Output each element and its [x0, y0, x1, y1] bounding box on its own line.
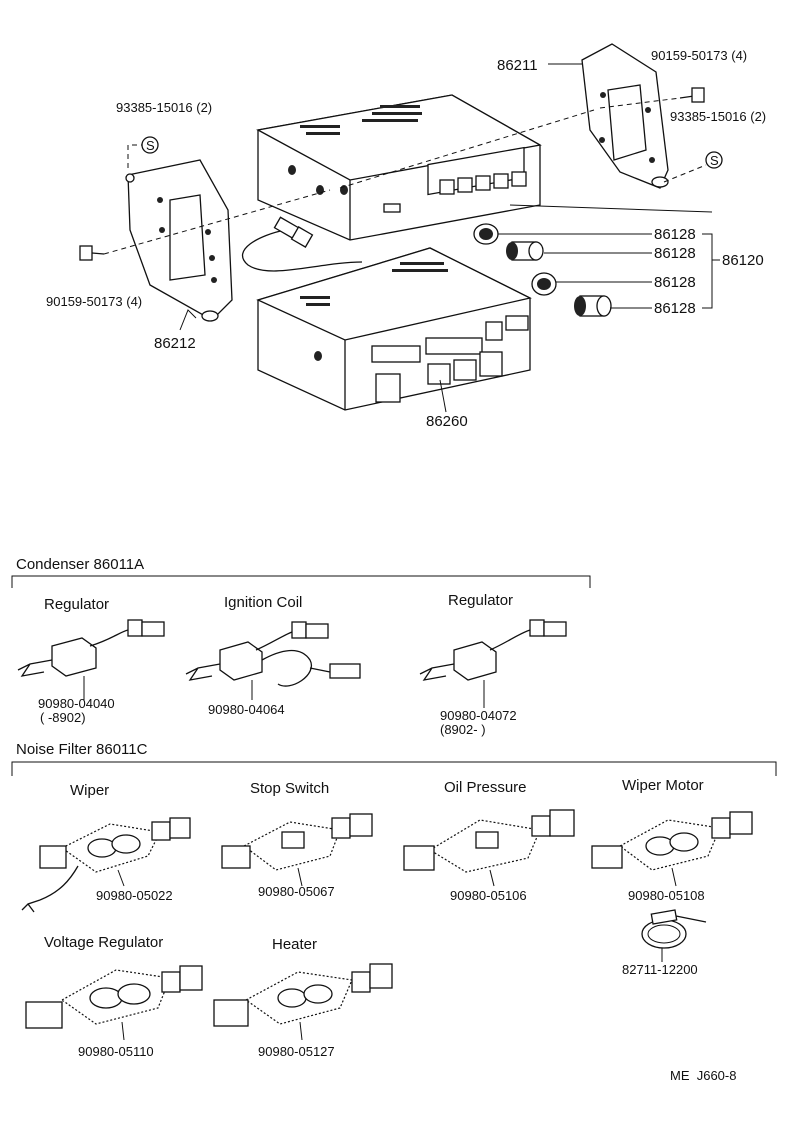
condenser-section: Condenser 86011A Regulator 90980-04040 (… — [11, 556, 591, 737]
nf-label-wiper-motor: Wiper Motor — [622, 777, 704, 794]
nf-part-wiper-motor: 90980-05108 — [628, 888, 705, 903]
left-bracket — [125, 159, 233, 322]
screw-left — [79, 245, 105, 261]
condenser-title: Condenser 86011A — [16, 556, 144, 573]
nf-wiper-motor — [591, 811, 753, 887]
callout-86128-d: 86128 — [654, 300, 696, 317]
callout-90159-right: 90159-50173 (4) — [651, 48, 747, 63]
radio-assembly: S S — [79, 43, 723, 413]
svg-text:S: S — [710, 153, 719, 168]
noise-filter-section: Noise Filter 86011C Wiper 90980-05022 St… — [11, 741, 777, 1059]
nf-voltage-regulator — [25, 965, 203, 1041]
nf-heater — [213, 963, 393, 1041]
washer-left: S — [141, 136, 159, 154]
knob-3 — [531, 272, 557, 296]
svg-text:S: S — [146, 138, 155, 153]
nf-part-oil-pressure: 90980-05106 — [450, 888, 527, 903]
callout-86128-c: 86128 — [654, 274, 696, 291]
condenser-range-3: (8902- ) — [440, 722, 486, 737]
noise-filter-title: Noise Filter 86011C — [16, 741, 148, 758]
condenser-part-3: 90980-04072 — [440, 708, 517, 723]
condenser-label-3: Regulator — [448, 592, 513, 609]
right-bracket — [581, 43, 669, 189]
knob-4 — [574, 295, 612, 317]
callout-93385-right: 93385-15016 (2) — [670, 109, 766, 124]
callout-86260: 86260 — [426, 413, 468, 430]
callout-86211: 86211 — [497, 57, 538, 74]
callout-86128-b: 86128 — [654, 245, 696, 262]
nf-part-voltage-regulator: 90980-05110 — [78, 1044, 154, 1059]
footer-code: ME J660-8 — [670, 1068, 736, 1083]
nf-label-voltage-regulator: Voltage Regulator — [44, 934, 163, 951]
washer-right: S — [705, 151, 723, 169]
condenser-regulator-1 — [17, 619, 165, 700]
nf-stop-switch — [221, 813, 373, 887]
callout-86212: 86212 — [154, 335, 196, 352]
antenna-plug — [273, 216, 314, 248]
condenser-regulator-2 — [419, 619, 567, 708]
nf-label-stop-switch: Stop Switch — [250, 780, 329, 797]
nf-label-wiper: Wiper — [70, 782, 109, 799]
callout-90159-left: 90159-50173 (4) — [46, 294, 142, 309]
nf-clamp — [641, 909, 707, 962]
upper-radio-unit — [256, 94, 542, 241]
nf-part-stop-switch: 90980-05067 — [258, 884, 335, 899]
knob-2 — [506, 241, 544, 261]
condenser-part-2: 90980-04064 — [208, 702, 285, 717]
knob-1 — [473, 223, 499, 245]
lower-radio-unit — [256, 247, 532, 411]
nf-part-wiper: 90980-05022 — [96, 888, 173, 903]
nf-oil-pressure — [403, 809, 575, 887]
nf-label-oil-pressure: Oil Pressure — [444, 779, 527, 796]
top-callouts: 86211 90159-50173 (4) 93385-15016 (2) 93… — [46, 48, 766, 430]
nf-label-heater: Heater — [272, 936, 317, 953]
condenser-ignition-coil — [185, 621, 361, 700]
nf-wiper — [21, 817, 191, 913]
callout-86128-a: 86128 — [654, 226, 696, 243]
condenser-range-1: ( -8902) — [40, 710, 86, 725]
callout-86120: 86120 — [722, 252, 764, 269]
condenser-label-1: Regulator — [44, 596, 109, 613]
condenser-label-2: Ignition Coil — [224, 594, 302, 611]
callout-93385-left: 93385-15016 (2) — [116, 100, 212, 115]
nf-part-heater: 90980-05127 — [258, 1044, 335, 1059]
condenser-part-1: 90980-04040 — [38, 696, 115, 711]
screw-right — [679, 87, 705, 103]
nf-part-clamp: 82711-12200 — [622, 962, 698, 977]
